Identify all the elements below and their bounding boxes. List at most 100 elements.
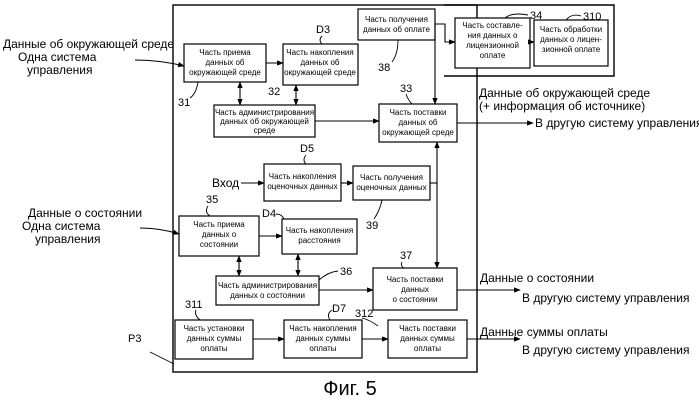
input-state-title: Данные о состоянии (28, 206, 142, 220)
ref-35: 35 (206, 194, 218, 206)
ref-38: 38 (378, 62, 390, 74)
block-license-process: Часть обработкиданных о лицен-зионной оп… (534, 20, 608, 66)
input-state-source: управления (35, 232, 100, 246)
block-text: Часть администрирования (218, 281, 317, 290)
svg-text:Часть полученияоценочных данны: Часть полученияоценочных данных (356, 173, 426, 192)
output-env-title: Данные об окружающей среде (479, 86, 650, 100)
ref-d3: D3 (316, 24, 330, 36)
block-amount-set: Часть установкиданных суммыоплаты (175, 320, 253, 359)
output-env-subtitle: (+ информация об источнике) (479, 99, 645, 113)
block-text: о состоянии (393, 295, 438, 304)
output-state-destination: В другую систему управления (522, 291, 690, 305)
block-env-accumulate: Часть накопленияданных обокружающей сред… (283, 44, 358, 85)
block-text: состоянии (200, 240, 238, 249)
ref-310: 310 (583, 11, 601, 23)
block-text: ния данных о (468, 31, 518, 40)
output-amount-labels: Данные суммы оплаты В другую систему упр… (480, 325, 690, 357)
block-text: данных суммы (296, 334, 351, 343)
ref-leader (276, 214, 284, 219)
input-state-source: Одна система (22, 219, 101, 233)
block-env-supply: Часть поставкиданных обокружающей среде (379, 104, 457, 142)
ref-37: 37 (400, 250, 412, 262)
ref-leader (196, 310, 201, 320)
block-text: данных об (206, 58, 245, 67)
block-text: данных об (301, 58, 340, 67)
ref-31: 31 (178, 97, 190, 109)
ref-leader (401, 262, 404, 268)
block-state-receive: Часть приемаданных осостоянии (179, 216, 259, 256)
block-license-compose: Часть составле-ния данных олицензионнойо… (455, 18, 530, 68)
svg-text:Часть обработкиданных о лицен-: Часть обработкиданных о лицен-зионной оп… (540, 25, 602, 54)
ref-leader (304, 155, 306, 164)
block-text: данных о лицен- (540, 35, 602, 44)
block-state-admin: Часть администрированияданных о состояни… (216, 276, 319, 305)
ref-d5: D5 (300, 143, 314, 155)
ref-34: 34 (530, 10, 542, 22)
block-text: зионной оплате (542, 45, 601, 54)
output-amount-destination: В другую систему управления (522, 343, 690, 357)
block-text: лицензионной (466, 41, 519, 50)
block-text: среде (254, 126, 276, 135)
block-env-receive: Часть приемаданных обокружающей среде (184, 44, 266, 82)
block-state-supply: Часть поставкиданныхо состоянии (373, 268, 457, 310)
ref-leader (566, 15, 581, 20)
figure-caption: Фиг. 5 (323, 378, 376, 400)
block-text: данных суммы (187, 334, 242, 343)
frame-ref-leader (150, 352, 174, 364)
block-text: оценочных данных (267, 182, 337, 191)
svg-text:Часть накопленияоценочных данн: Часть накопленияоценочных данных (267, 172, 337, 191)
input-state-labels: Данные о состоянии Одна система управлен… (22, 206, 142, 246)
output-amount-title: Данные суммы оплаты (480, 325, 608, 339)
ref-leader (206, 206, 210, 216)
ref-leader (319, 271, 338, 280)
block-text: оплате (480, 51, 506, 60)
output-state-labels: Данные о состоянии В другую систему упра… (480, 271, 690, 305)
block-text: Часть приема (193, 220, 245, 229)
block-text: Часть обработки (540, 25, 602, 34)
block-text: оценочных данных (356, 183, 426, 192)
block-text: данных об окружающей (220, 117, 309, 126)
svg-text:Часть полученияданных об оплат: Часть полученияданных об оплате (363, 15, 430, 34)
block-text: данных суммы (400, 334, 455, 343)
ref-leader (374, 200, 382, 219)
block-text: данных об оплате (363, 25, 430, 34)
ref-33: 33 (400, 83, 412, 95)
block-text: Часть накопления (269, 172, 336, 181)
ref-d7: D7 (332, 303, 346, 315)
block-text: данных о (202, 230, 237, 239)
block-text: Часть администрирования (215, 108, 314, 117)
ref-311: 311 (185, 299, 203, 311)
block-text: Часть получения (360, 173, 423, 182)
block-distance-accumulate: Часть накоплениярасстояния (282, 219, 357, 254)
input-env-source: Одна система (18, 50, 97, 64)
block-text: оплаты (414, 344, 441, 353)
ref-leader (320, 36, 322, 44)
ref-leader (406, 94, 412, 104)
block-env-admin: Часть администрированияданных об окружаю… (214, 105, 315, 137)
block-amount-accumulate: Часть накопленияданных суммыоплаты (284, 320, 362, 358)
frame-ref-label: P3 (128, 333, 141, 345)
block-text: Часть приема (199, 48, 251, 57)
input-env-labels: Данные об окружающей среде Одна система … (3, 37, 174, 77)
svg-text:Часть администрированияданных: Часть администрированияданных о состояни… (218, 281, 317, 300)
block-text: Часть поставки (390, 108, 447, 117)
ref-32: 32 (268, 86, 280, 98)
ref-leader (190, 82, 198, 98)
arrow-payment-to-license (435, 24, 455, 42)
ref-39: 39 (366, 220, 378, 232)
block-text: Часть накопления (286, 226, 353, 235)
ref-36: 36 (340, 266, 352, 278)
block-payment-get: Часть полученияданных об оплате (358, 9, 435, 40)
block-text: окружающей среде (284, 68, 356, 77)
block-text: окружающей среде (382, 128, 454, 137)
block-text: Часть поставки (387, 275, 444, 284)
block-text: оплаты (200, 344, 227, 353)
block-text: расстояния (298, 236, 340, 245)
block-text: окружающей среде (189, 68, 261, 77)
block-text: Часть накопления (289, 324, 356, 333)
block-text: Часть поставки (399, 324, 456, 333)
block-text: Часть составле- (462, 21, 523, 30)
output-state-title: Данные о состоянии (480, 271, 594, 285)
input-env-title: Данные об окружающей среде (3, 37, 174, 51)
